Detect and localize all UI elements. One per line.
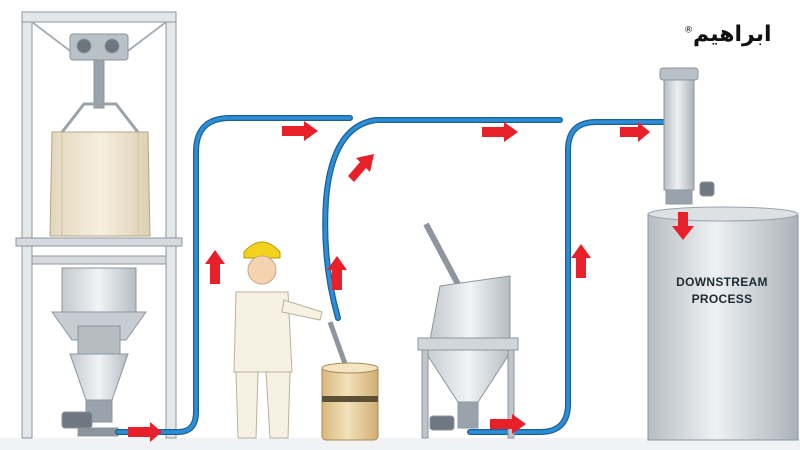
filter-receiver (663, 79, 695, 191)
downstream-process-label-line1: DOWNSTREAM (676, 275, 768, 289)
conveying-lines (115, 115, 667, 435)
operator-coverall (233, 291, 293, 373)
floor (0, 438, 800, 450)
red-arrow-icon (205, 250, 225, 284)
silo (647, 213, 799, 441)
red-arrow-icon (490, 414, 526, 434)
red-arrow-icon (672, 212, 694, 240)
filter-receiver-lid (659, 67, 699, 81)
red-arrow-icon (571, 244, 591, 278)
operator (233, 241, 323, 439)
frame-post-left (21, 11, 33, 439)
frame-top-beam (21, 11, 177, 23)
bulk-bag-discharger (15, 11, 183, 439)
red-arrow-icon (348, 154, 374, 182)
registered-mark: ® (684, 25, 693, 36)
bulk-bag (49, 131, 151, 237)
discharge-hopper (61, 267, 137, 313)
red-arrow-icon (482, 122, 518, 142)
drum (321, 365, 379, 441)
flow-arrows (128, 121, 694, 442)
dump-hopper (423, 349, 513, 403)
dump-hood (429, 275, 511, 341)
drum-station (321, 321, 379, 441)
brand-name: ابراهيم (693, 22, 772, 47)
frame-mid-beam (15, 237, 183, 247)
red-arrow-icon (128, 422, 162, 442)
hard-hat-icon (243, 241, 281, 259)
red-arrow-icon (620, 122, 650, 142)
red-arrow-icon (327, 256, 347, 290)
red-arrow-icon (282, 121, 318, 141)
feeder-cone (69, 353, 129, 401)
frame-post-right (165, 11, 177, 439)
bag-dump-station (417, 222, 519, 439)
feeder-motor (61, 411, 93, 429)
conveying-line-1 (115, 115, 353, 435)
brand-logo: ابراهيم® (684, 22, 772, 47)
downstream-equipment (647, 67, 799, 441)
downstream-process-label-line2: PROCESS (691, 292, 753, 306)
